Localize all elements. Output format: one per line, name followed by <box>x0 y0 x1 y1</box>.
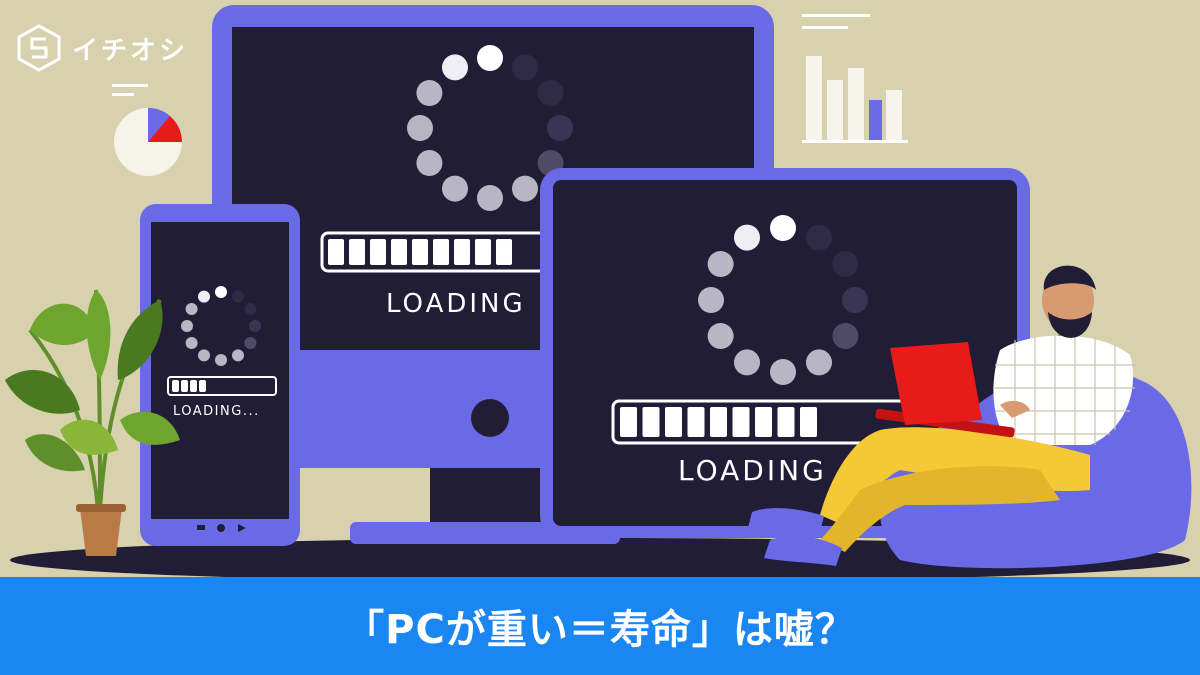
spinner-dot <box>770 359 796 385</box>
spinner-dot <box>442 175 468 202</box>
spinner-dot <box>832 323 859 349</box>
progress-segment <box>412 239 428 265</box>
spinner-icon <box>407 45 573 211</box>
progress-segment <box>181 380 188 392</box>
spinner-dot <box>512 175 538 202</box>
progress-segment <box>665 407 682 437</box>
progress-segment <box>190 380 197 392</box>
spinner-dot <box>407 115 433 141</box>
spinner-dot <box>198 349 210 362</box>
spinner-dot <box>442 54 468 81</box>
progress-segments <box>620 407 817 437</box>
spinner-dot <box>734 349 760 376</box>
pie-chart-icon <box>112 84 182 176</box>
spinner-dot <box>537 80 564 106</box>
spinner-icon <box>181 286 261 366</box>
spinner-dot <box>707 251 734 277</box>
spinner-dot <box>215 354 227 366</box>
spinner-dot <box>244 337 257 349</box>
spinner-dot <box>215 286 227 298</box>
progress-segment <box>199 380 206 392</box>
progress-segment <box>370 239 386 265</box>
spinner-dot <box>477 185 503 211</box>
progress-segments <box>328 239 512 265</box>
spinner-dot <box>477 45 503 71</box>
spinner-dot <box>416 80 443 106</box>
spinner-dot <box>806 224 832 251</box>
spinner-dot <box>547 115 573 141</box>
spinner-dot <box>698 287 724 313</box>
spinner-dot <box>232 290 244 303</box>
spinner-dot <box>842 287 868 313</box>
progress-segment <box>349 239 365 265</box>
progress-segments <box>172 380 206 392</box>
headline-text: 「PCが重い＝寿命」は嘘？ <box>344 607 856 653</box>
progress-segment <box>642 407 660 437</box>
progress-segment <box>475 239 491 265</box>
s-hexagon-logo-icon <box>17 24 61 72</box>
spinner-dot <box>416 150 443 176</box>
spinner-dot <box>734 224 760 251</box>
loading-label: LOADING <box>386 289 526 319</box>
progress-segment <box>755 407 772 437</box>
illustration: LOADING LOADING LOADING... <box>5 5 1192 582</box>
spinner-dot <box>198 290 210 303</box>
progress-segment <box>777 407 795 437</box>
smartphone: LOADING... <box>140 204 300 546</box>
headline-banner: 「PCが重い＝寿命」は嘘？ <box>0 577 1200 675</box>
progress-segment <box>433 239 449 265</box>
spinner-dot <box>232 349 244 362</box>
spinner-dot <box>244 303 257 315</box>
spinner-dot <box>707 323 734 349</box>
brand-logo[interactable]: イチオシ <box>16 24 188 72</box>
spinner-dot <box>185 337 198 349</box>
progress-segment <box>328 239 344 265</box>
progress-segment <box>620 407 637 437</box>
progress-segment <box>687 407 705 437</box>
spinner-dot <box>185 303 198 315</box>
progress-segment <box>454 239 470 265</box>
progress-segment <box>391 239 407 265</box>
person-with-laptop <box>748 265 1135 566</box>
spinner-icon <box>698 215 868 385</box>
plant-icon <box>5 289 180 556</box>
brand-name: イチオシ <box>72 35 189 66</box>
spinner-dot <box>249 320 261 332</box>
loading-label: LOADING... <box>173 404 260 419</box>
progress-segment <box>496 239 512 265</box>
spinner-dot <box>832 251 859 277</box>
spinner-dot <box>181 320 193 332</box>
progress-segment <box>710 407 727 437</box>
loading-label: LOADING <box>678 454 827 487</box>
progress-segment <box>172 380 179 392</box>
progress-segment <box>732 407 750 437</box>
spinner-dot <box>806 349 832 376</box>
bar-chart-icon <box>802 14 908 143</box>
progress-segment <box>800 407 817 437</box>
spinner-dot <box>512 54 538 81</box>
spinner-dot <box>770 215 796 241</box>
